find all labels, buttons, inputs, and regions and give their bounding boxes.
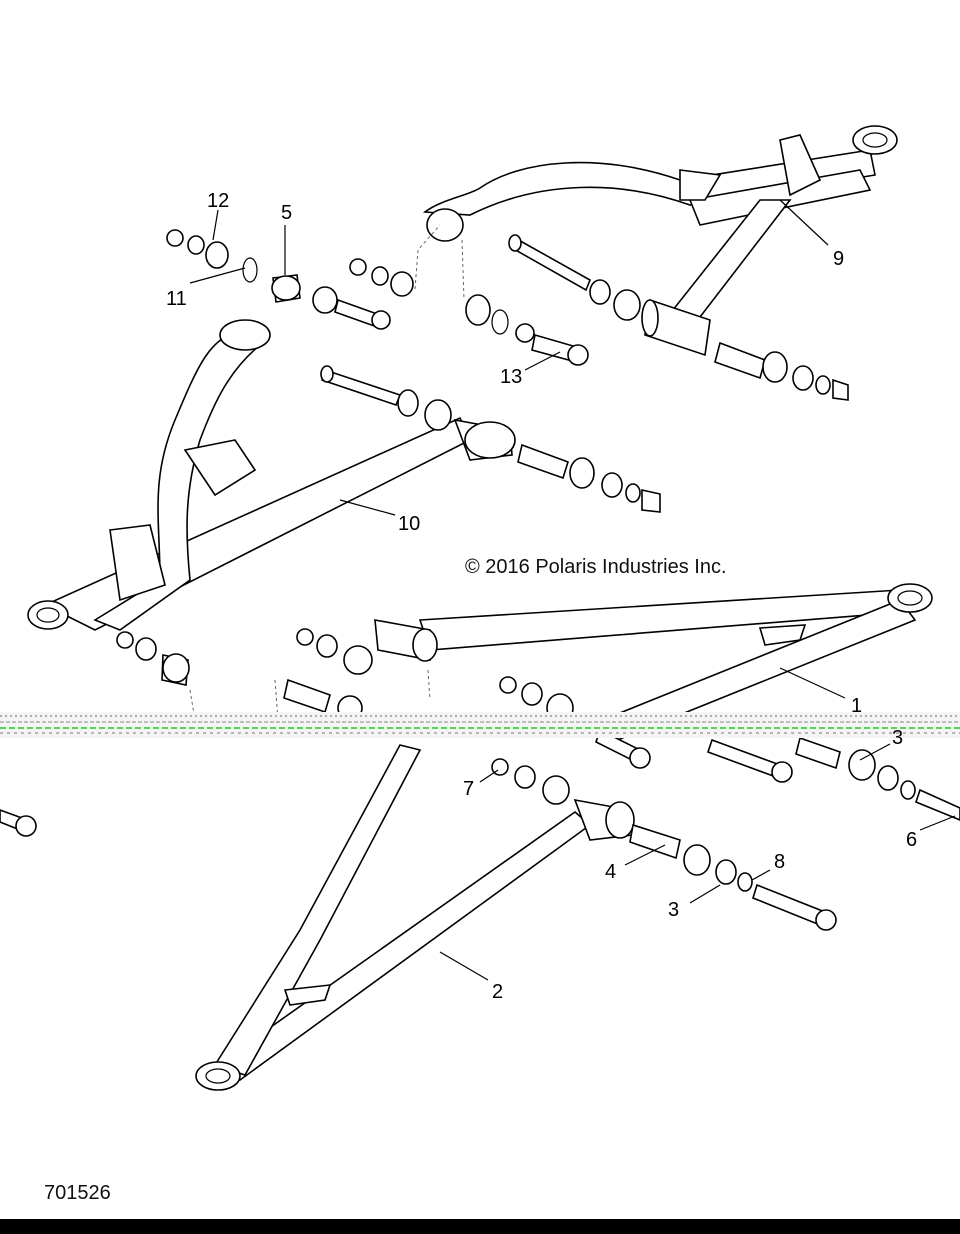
callout-12: 12 [207, 190, 229, 212]
callout-9: 9 [833, 248, 844, 270]
callout-3-upper: 3 [892, 727, 903, 749]
copyright-notice: © 2016 Polaris Industries Inc. [465, 556, 727, 578]
upper-a-arm-9-sleeve [641, 298, 711, 357]
callout-10: 10 [398, 513, 420, 535]
callout-1: 1 [851, 695, 862, 717]
callout-7: 7 [463, 778, 474, 800]
upper-a-arm-9-hardware [465, 234, 849, 401]
lower-hardware-left [0, 628, 431, 837]
callout-11: 11 [166, 288, 187, 310]
upper-a-arm-10-hardware [320, 365, 661, 513]
callout-5: 5 [281, 202, 292, 224]
drawing-number: 701526 [44, 1182, 111, 1204]
upper-a-arm-10 [27, 319, 516, 631]
callout-13: 13 [500, 366, 522, 388]
upper-left-hardware [166, 224, 465, 330]
lower-a-arm-2 [195, 744, 635, 1091]
callout-2: 2 [492, 981, 503, 1003]
callout-6: 6 [906, 829, 917, 851]
scan-artifact-band [0, 712, 960, 738]
upper-a-arm-9 [422, 125, 898, 331]
callout-4: 4 [605, 861, 616, 883]
leader-lines [189, 199, 956, 981]
lower-a-arm-1 [374, 583, 933, 746]
callout-8: 8 [774, 851, 785, 873]
bottom-border-bar [0, 1219, 960, 1234]
callout-3: 3 [668, 899, 679, 921]
lower-hardware-right [491, 676, 960, 931]
